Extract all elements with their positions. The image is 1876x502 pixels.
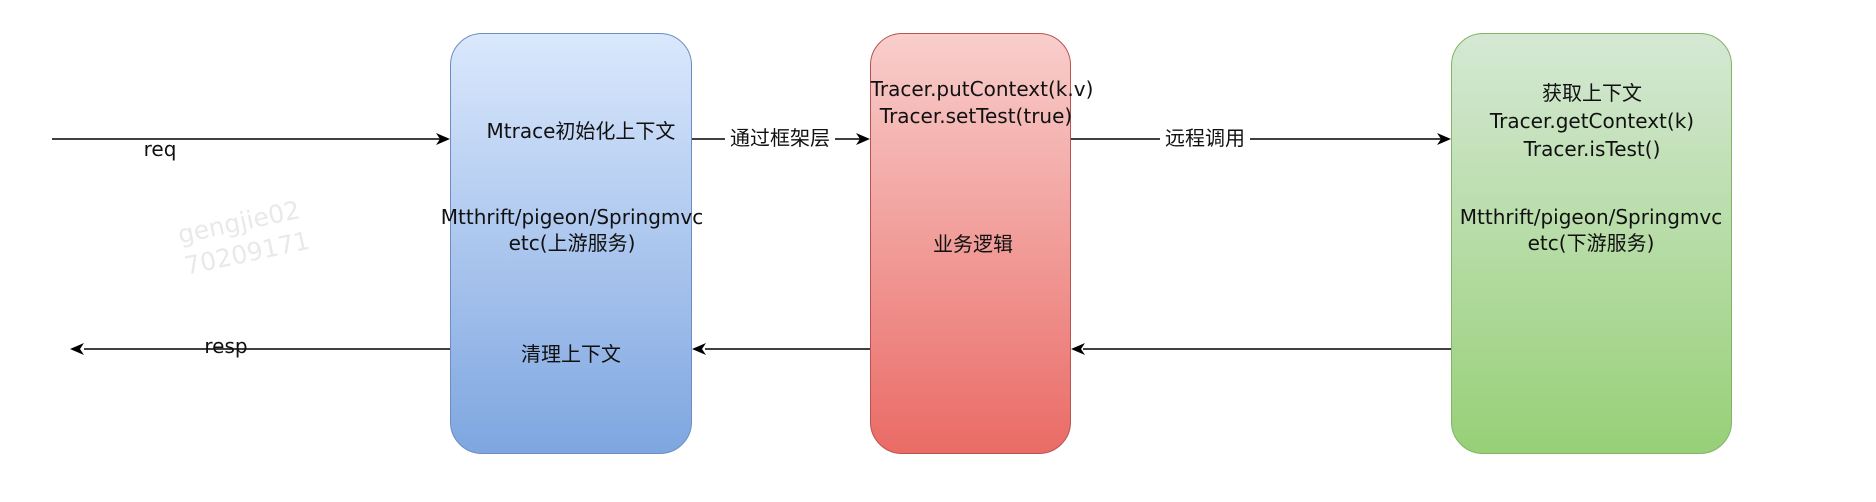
- put-context-label: Tracer.putContext(k.v): [870, 77, 1094, 101]
- upstream-service-box: [450, 33, 692, 454]
- downstream-service-line2: etc(下游服务): [1527, 231, 1655, 255]
- framework-arrowhead: [856, 133, 870, 145]
- upstream-init-label: Mtrace初始化上下文: [486, 119, 676, 143]
- downstream-service-box: [1451, 33, 1732, 454]
- business-logic-box: [870, 33, 1071, 454]
- req-arrowhead: [436, 133, 450, 145]
- set-test-label: Tracer.setTest(true): [879, 104, 1073, 128]
- remote-call-arrowhead: [1437, 133, 1451, 145]
- remote-call-label: 远程调用: [1160, 126, 1250, 151]
- upstream-cleanup-label: 清理上下文: [521, 342, 621, 366]
- resp-label: resp: [204, 334, 248, 358]
- resp-arrowhead: [70, 343, 84, 355]
- get-context-title: 获取上下文: [1542, 81, 1642, 105]
- is-test-label: Tracer.isTest(): [1523, 137, 1661, 161]
- get-context-label: Tracer.getContext(k): [1489, 109, 1695, 133]
- upstream-service-line2: etc(上游服务): [508, 231, 636, 255]
- return-business-arrowhead: [692, 343, 706, 355]
- upstream-service-line1: Mtthrift/pigeon/Springmvc: [440, 205, 704, 229]
- via-framework-label: 通过框架层: [725, 126, 835, 151]
- business-logic-label: 业务逻辑: [933, 232, 1013, 256]
- downstream-service-line1: Mtthrift/pigeon/Springmvc: [1459, 205, 1723, 229]
- return-downstream-arrowhead: [1071, 343, 1085, 355]
- req-label: req: [143, 137, 177, 161]
